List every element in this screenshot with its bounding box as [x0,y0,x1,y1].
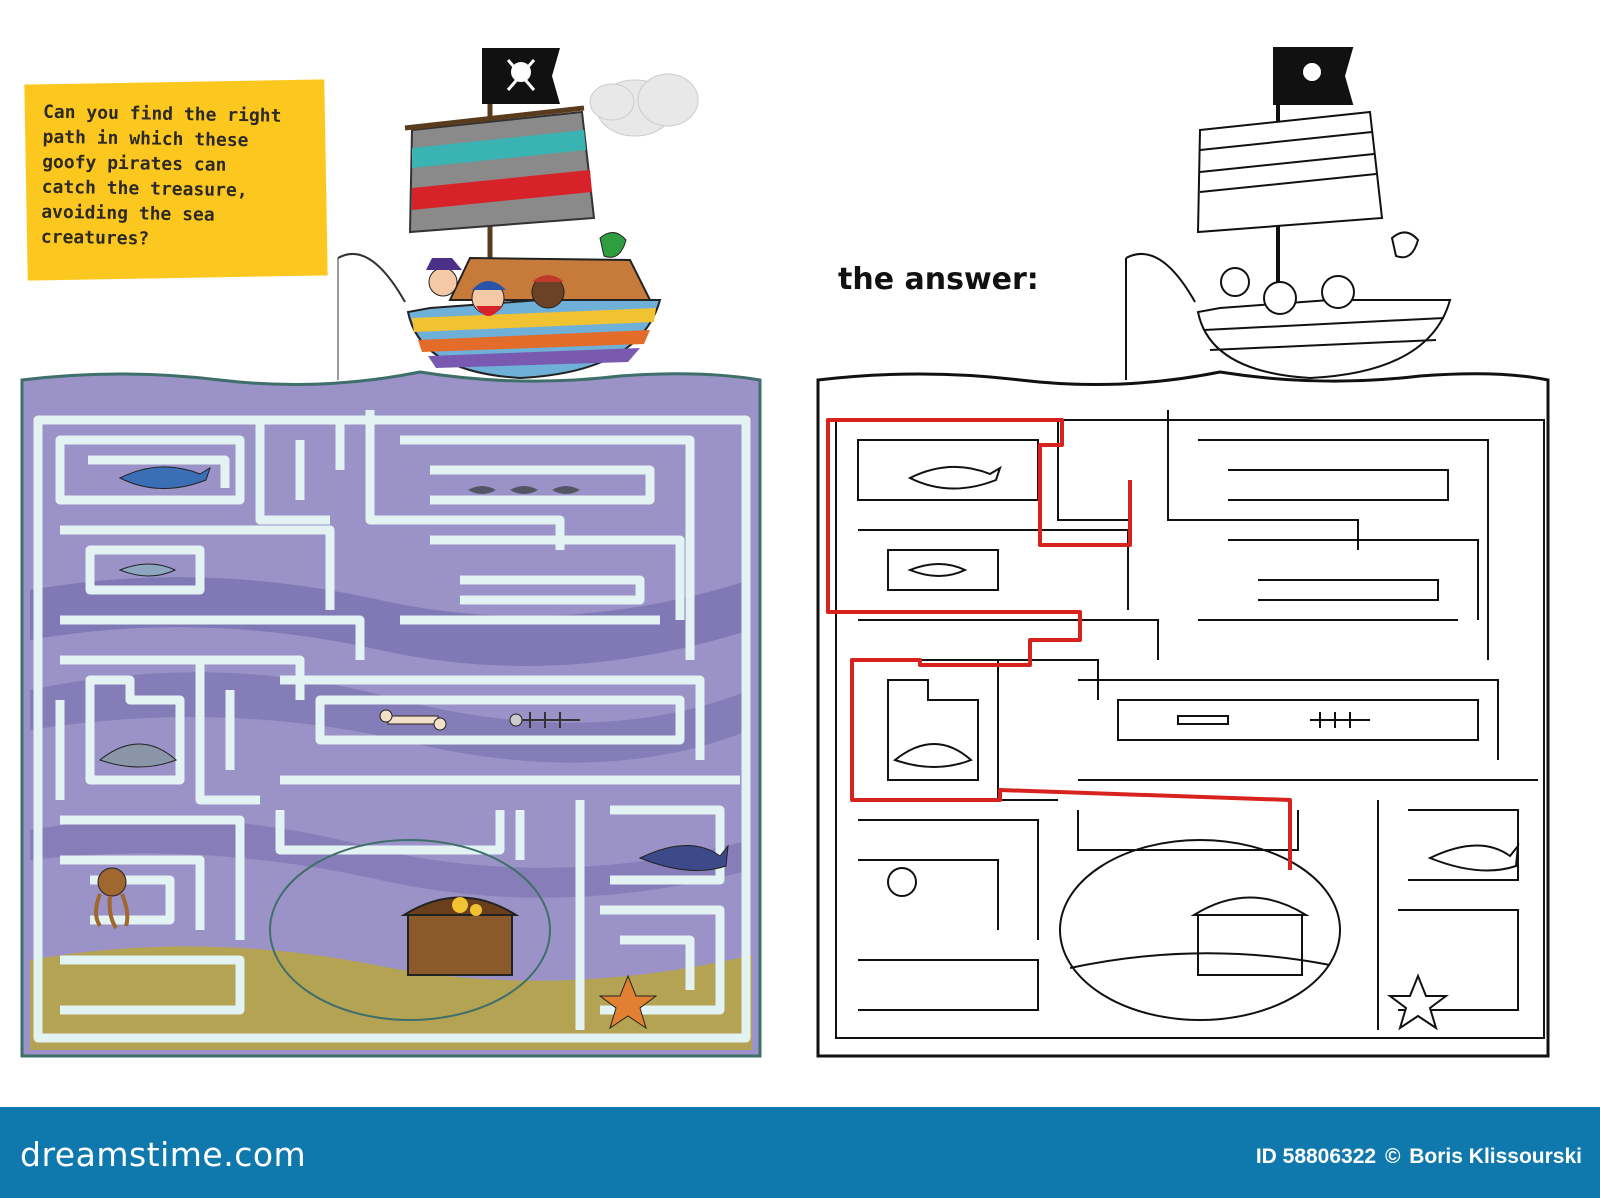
shark-outline-icon [907,465,1002,490]
sand-floor [30,946,752,1050]
shark-icon [118,466,211,489]
image-credit: ID 58806322 © Boris Klissourski [1256,1145,1582,1169]
fish-skeleton-icon [509,712,580,728]
starfish-outline-icon [1387,973,1449,1031]
image-id: ID 58806322 [1255,1145,1377,1168]
dolphin-icon [98,743,177,768]
brand-logo: dreamstime.com [20,1135,307,1174]
watermark-footer: dreamstime.com ID 58806322 © Boris Kliss… [0,1107,1600,1198]
treasure-chest-outline-icon [1069,896,1331,976]
solution-path [826,418,1292,870]
answer-label: the answer: [838,262,1039,297]
starfish-icon [598,974,658,1030]
bone-outline-icon [1177,715,1229,725]
whale-outline-icon [1427,842,1520,872]
pirate-ship-outline-icon [1125,47,1452,380]
colored-maze-illustration [20,48,762,1058]
fish-skeleton-outline-icon [1310,712,1370,728]
octopus-icon [94,867,130,930]
dolphin-outline-icon [892,743,973,768]
whale-icon [638,844,729,871]
bone-icon [379,709,447,731]
treasure-chest-icon [400,896,520,976]
cloud-icon [589,73,699,137]
answer-maze-illustration [816,47,1550,1058]
octopus-outline-icon [887,867,917,897]
fish-outline-icon [907,563,968,577]
treasure-area [269,839,551,1021]
maze-walls [33,410,751,1043]
water-outline [816,370,1550,1058]
small-fish-school-icon [468,486,580,494]
pirate-ship-icon [337,48,662,380]
treasure-area-outline [1059,839,1341,1021]
author-name: Boris Klissourski [1409,1145,1582,1168]
puzzle-panel: Can you find the right path in which the… [0,0,790,1105]
copyright-icon: © [1384,1145,1401,1168]
fish-icon [118,563,177,577]
